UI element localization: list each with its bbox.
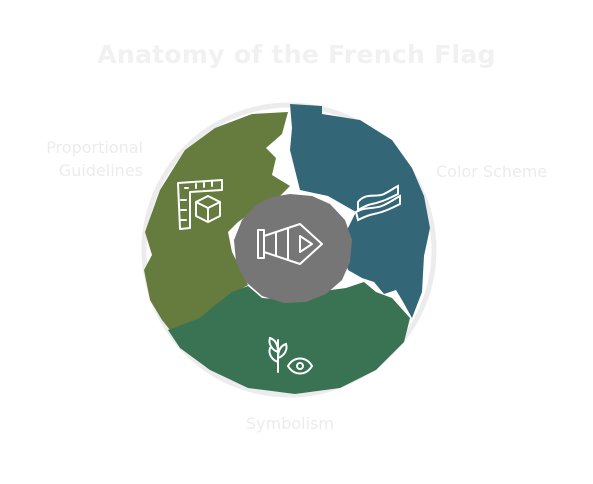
label-proportional-guidelines: Proportional Guidelines <box>10 136 143 182</box>
segment-symbolism[interactable] <box>168 282 410 394</box>
segment-proportional-guidelines[interactable] <box>144 112 290 330</box>
ruler-cube-icon <box>177 179 223 230</box>
plant-eye-icon <box>268 336 314 375</box>
label-line-2: Guidelines <box>58 161 143 180</box>
label-line-1: Proportional <box>46 138 143 157</box>
funnel-arrow-icon <box>257 223 323 265</box>
label-color-scheme: Color Scheme <box>436 162 548 181</box>
outer-ring <box>141 102 437 398</box>
diagram-title: Anatomy of the French Flag <box>97 40 496 69</box>
waving-flag-icon <box>354 184 401 222</box>
label-symbolism: Symbolism <box>246 414 334 433</box>
center-hub[interactable] <box>234 194 352 303</box>
